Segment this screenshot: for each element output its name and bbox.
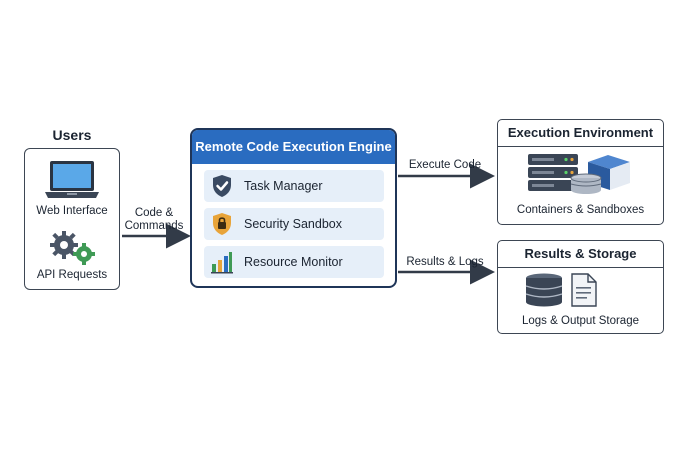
execution-environment-title: Execution Environment bbox=[498, 120, 663, 147]
module-task-manager: Task Manager bbox=[204, 170, 384, 202]
code-commands-label: Code & Commands bbox=[124, 207, 184, 232]
results-storage-caption: Logs & Output Storage bbox=[522, 315, 639, 327]
database-icon bbox=[525, 273, 563, 307]
execution-environment-caption: Containers & Sandboxes bbox=[516, 204, 645, 216]
module-label: Resource Monitor bbox=[244, 255, 343, 269]
module-label: Task Manager bbox=[244, 179, 323, 193]
lock-shield-icon bbox=[210, 212, 234, 236]
bar-chart-icon bbox=[210, 250, 234, 274]
shield-check-icon bbox=[210, 174, 234, 198]
results-logs-label: Results & Logs bbox=[406, 256, 484, 268]
laptop-icon bbox=[45, 161, 99, 198]
results-storage-title: Results & Storage bbox=[498, 241, 663, 268]
engine-title: Remote Code Execution Engine bbox=[192, 130, 395, 164]
execution-engine-box: Remote Code Execution Engine Task Manage… bbox=[190, 128, 397, 288]
gears-icon bbox=[50, 231, 95, 265]
execute-code-label: Execute Code bbox=[408, 159, 482, 171]
module-security-sandbox: Security Sandbox bbox=[204, 208, 384, 240]
execution-environment-box: Execution Environment Containers & Sandb… bbox=[497, 119, 664, 225]
module-resource-monitor: Resource Monitor bbox=[204, 246, 384, 278]
web-interface-label: Web Interface bbox=[36, 205, 108, 217]
module-label: Security Sandbox bbox=[244, 217, 342, 231]
users-title: Users bbox=[52, 127, 92, 143]
api-requests-label: API Requests bbox=[36, 269, 108, 281]
users-box: Web Interface API Requests bbox=[24, 148, 120, 290]
document-icon bbox=[571, 273, 597, 307]
server-rack-icon bbox=[528, 154, 630, 194]
results-storage-box: Results & Storage Logs & Output Storage bbox=[497, 240, 664, 334]
